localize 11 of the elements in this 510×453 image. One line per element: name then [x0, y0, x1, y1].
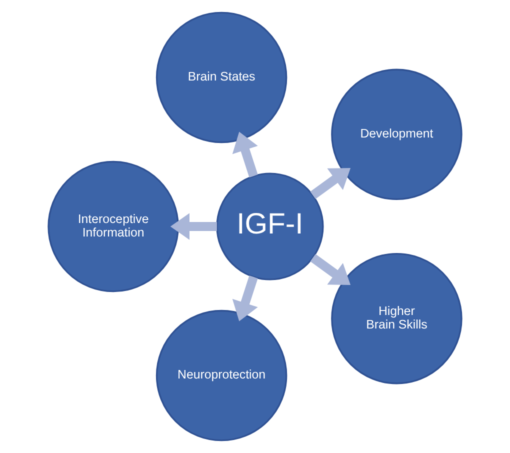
node-circle: Higher Brain Skills [331, 252, 462, 384]
node-circle: Development [331, 68, 462, 200]
arrow [232, 132, 258, 178]
arrow [232, 276, 258, 322]
node-circle: Interoceptive Information [48, 160, 179, 292]
arrow [170, 213, 217, 240]
node-circle: Brain States [156, 12, 288, 144]
arrow [310, 254, 351, 286]
node-circle: Neuroprotection [156, 310, 288, 442]
node-circle: IGF-I [216, 172, 324, 280]
arrow [310, 168, 351, 199]
